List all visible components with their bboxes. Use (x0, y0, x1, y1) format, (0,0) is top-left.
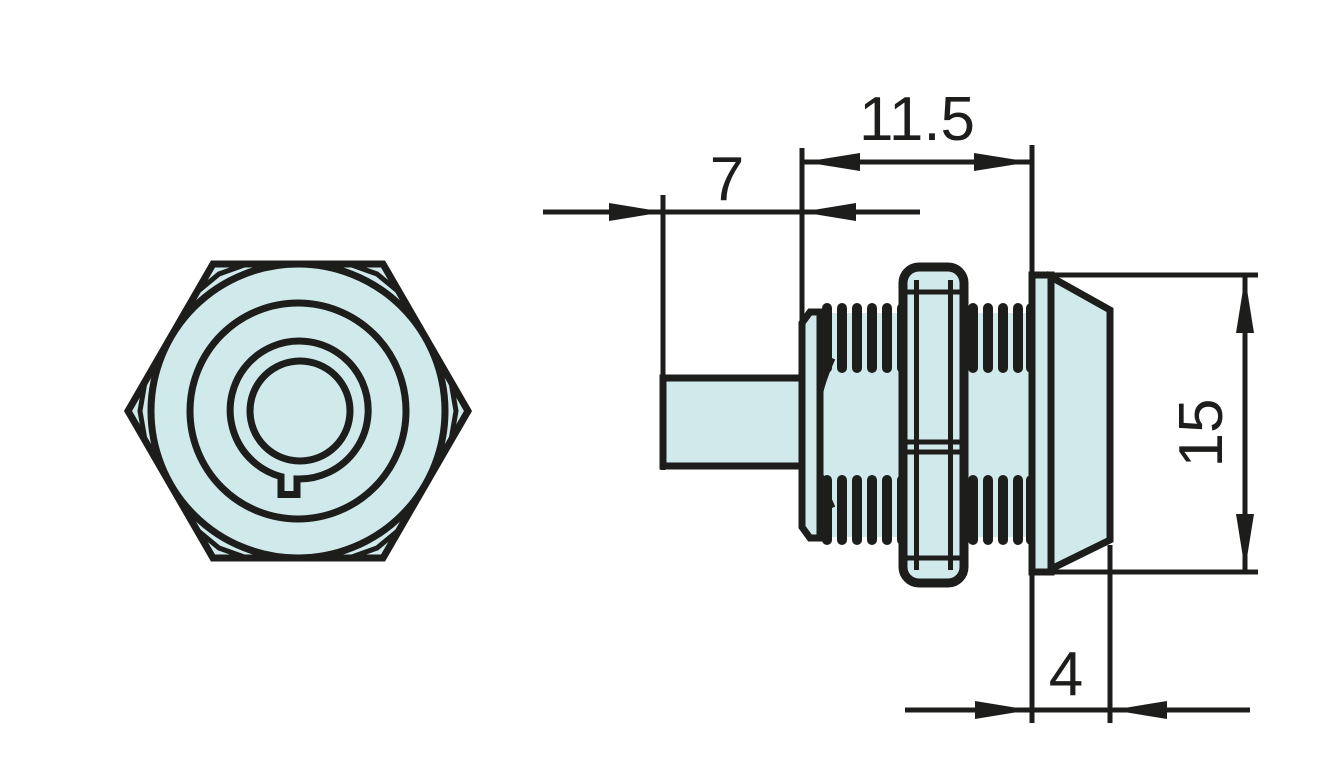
side-view (659, 262, 1114, 588)
thread-tooth (983, 303, 993, 373)
bezel-ring-circle (186, 299, 410, 523)
chamfer-corner-bottom-left (194, 527, 248, 561)
dimension-value-15: 15 (1167, 399, 1236, 468)
thread-start-flange (798, 308, 824, 542)
dimension-head-thickness: 4 (905, 545, 1250, 723)
thread-tooth (867, 303, 877, 373)
dimension-value-11-5: 11.5 (859, 85, 975, 154)
dimension-head-diameter: 15 (1032, 272, 1258, 575)
bezel-head (1028, 271, 1114, 576)
dimension-cam-length: 7 (543, 145, 920, 470)
thread-tooth (1013, 303, 1023, 373)
thread-tooth (822, 303, 832, 373)
thread-tooth (882, 475, 892, 545)
dimension-arrow (1236, 514, 1254, 570)
dimension-arrow (1236, 277, 1254, 333)
thread-tooth (983, 475, 993, 545)
head-bezel (1047, 271, 1114, 575)
cam-tail (659, 374, 806, 470)
dimension-value-7: 7 (710, 145, 744, 214)
dimension-arrow (975, 701, 1030, 719)
thread-tooth (998, 475, 1008, 545)
thread-tooth (968, 475, 978, 545)
dimension-arrow (609, 203, 664, 221)
outer-face-circle (147, 260, 449, 562)
locking-nut (898, 262, 969, 588)
chamfer-corner-left (137, 381, 148, 441)
dimension-thread-length: 11.5 (802, 85, 1035, 723)
chamfer-corner-top-left (194, 261, 248, 295)
front-view (123, 260, 473, 562)
dimension-arrow (1112, 701, 1167, 719)
thread-tooth (968, 303, 978, 373)
thread-tooth (852, 303, 862, 373)
chamfer-corner-bottom-right (348, 527, 402, 561)
nut-body (898, 262, 969, 588)
hex-corner-chamfers (137, 261, 459, 561)
dimension-value-4: 4 (1049, 640, 1083, 709)
chamfer-corner-top-right (348, 261, 402, 295)
thread-tooth (882, 303, 892, 373)
chamfer-corner-right (448, 381, 459, 441)
thread-tooth (867, 475, 877, 545)
lock-plug-circle (246, 357, 354, 465)
thread-band-bottom (822, 475, 1036, 545)
dimension-arrow (801, 203, 856, 221)
thread-tooth (822, 475, 832, 545)
keyway-ring (226, 337, 372, 498)
thread-tooth (1013, 475, 1023, 545)
dimension-arrow (974, 153, 1030, 171)
thread-tooth (837, 475, 847, 545)
thread-tooth (998, 303, 1008, 373)
thread-tooth (852, 475, 862, 545)
dimension-annotations: 7 11.5 15 4 (543, 85, 1258, 723)
dimension-arrow (804, 153, 860, 171)
thread-tooth (837, 303, 847, 373)
